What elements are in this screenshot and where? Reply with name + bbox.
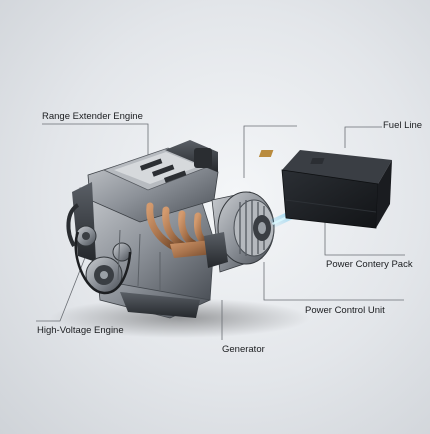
battery-pack-illustration (258, 150, 392, 229)
label-fuel-line: Fuel Line (383, 120, 423, 131)
label-generator: Generator (222, 344, 265, 355)
leader-range-extender (42, 123, 149, 165)
label-high-voltage-engine: High-Voltage Engine (37, 325, 124, 336)
leader-lines (36, 123, 405, 340)
leader-battery (324, 220, 405, 256)
label-range-extender-engine: Range Extender Engine (42, 111, 143, 122)
ground-shadow (50, 298, 310, 338)
label-power-control-unit: Power Control Unit (305, 305, 385, 316)
leader-fuel-line (344, 126, 382, 148)
leader-hv-engine (36, 249, 89, 322)
label-power-battery-pack: Power Contery Pack (326, 259, 413, 270)
leader-power-control (263, 262, 404, 301)
leader-generator-top (243, 125, 297, 178)
engine-illustration (66, 140, 219, 319)
generator-illustration (204, 191, 275, 273)
